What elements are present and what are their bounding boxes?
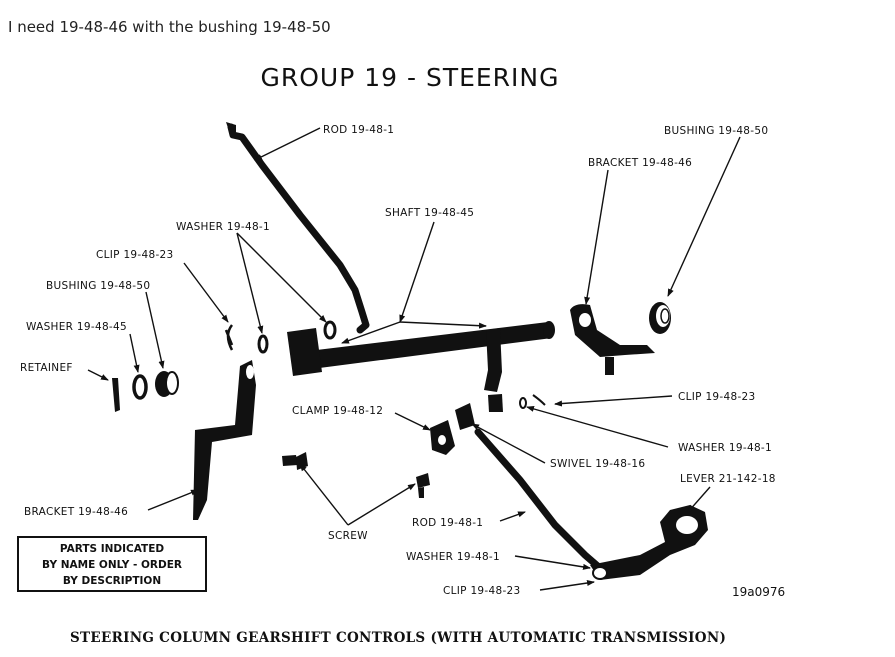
label-bushing-right: BUSHING 19-48-50	[664, 125, 768, 137]
figure-number: 19a0976	[732, 585, 786, 599]
left-cluster-parts	[112, 371, 179, 412]
notice-line: PARTS INDICATED	[59, 543, 165, 555]
screw-parts	[282, 452, 430, 498]
swivel-part	[455, 403, 475, 430]
clip-left-part	[224, 324, 234, 351]
notice-box: PARTS INDICATED BY NAME ONLY - ORDER BY …	[17, 536, 207, 592]
label-bushing-left: BUSHING 19-48-50	[46, 280, 150, 292]
label-lever: LEVER 21-142-18	[680, 473, 776, 485]
label-clip-right: CLIP 19-48-23	[678, 391, 756, 403]
rod-lower-part	[474, 428, 604, 572]
notice-line: BY DESCRIPTION	[62, 575, 162, 587]
bracket-left-part	[193, 360, 256, 520]
label-clip-bottom: CLIP 19-48-23	[443, 585, 521, 597]
post-text: I need 19-48-46 with the bushing 19-48-5…	[8, 18, 331, 36]
label-retainer: RETAINEF	[20, 362, 73, 374]
lever-part	[590, 505, 708, 580]
shaft-part	[287, 321, 555, 412]
washer-top-part	[257, 320, 337, 354]
diagram-title: GROUP 19 - STEERING	[260, 63, 560, 92]
bracket-right-part	[570, 304, 655, 375]
label-swivel: SWIVEL 19-48-16	[550, 458, 645, 470]
leader-lines	[87, 127, 741, 591]
label-bracket-left: BRACKET 19-48-46	[24, 506, 128, 518]
label-bracket-right: BRACKET 19-48-46	[588, 157, 692, 169]
clamp-part	[430, 420, 455, 455]
label-washer-bottom: WASHER 19-48-1	[406, 551, 500, 563]
label-washer-left: WASHER 19-48-45	[26, 321, 127, 333]
rod-upper-part	[226, 122, 370, 334]
clip-washer-right-parts	[519, 394, 546, 409]
label-washer-top: WASHER 19-48-1	[176, 221, 270, 233]
bushing-right-part	[649, 302, 671, 334]
notice-line: BY NAME ONLY - ORDER	[42, 559, 182, 571]
label-screw: SCREW	[328, 530, 368, 542]
label-clip-left: CLIP 19-48-23	[96, 249, 174, 261]
label-washer-right: WASHER 19-48-1	[678, 442, 772, 454]
label-rod-top: ROD 19-48-1	[323, 124, 394, 136]
label-clamp: CLAMP 19-48-12	[292, 405, 383, 417]
label-shaft: SHAFT 19-48-45	[385, 207, 474, 219]
label-rod-bottom: ROD 19-48-1	[412, 517, 483, 529]
diagram-caption: STEERING COLUMN GEARSHIFT CONTROLS (WITH…	[70, 630, 727, 646]
